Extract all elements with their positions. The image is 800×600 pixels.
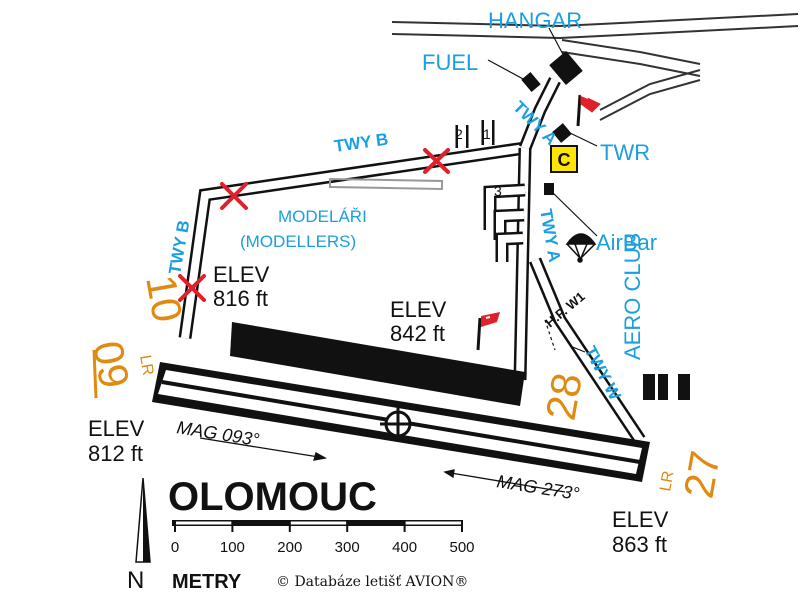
copyright: © Databáze letišť AVION® <box>276 573 468 590</box>
closed-cross-2 <box>423 148 450 174</box>
modellers-cz-label: MODELÁŘI <box>278 207 367 226</box>
lr-right-label: LR <box>657 470 677 493</box>
scale-tick-label: 500 <box>449 539 474 556</box>
rwy-27-label: 27 <box>675 447 729 501</box>
elev-09-value: 812 ft <box>88 441 143 466</box>
windsock-icon-2 <box>476 312 500 351</box>
twy-a-top-label: TWY A <box>509 97 561 149</box>
stand-1-label: 1 <box>483 126 491 142</box>
hangar-building <box>549 50 583 86</box>
mag-093-label: MAG 093° <box>175 417 260 450</box>
rwy-10-label: 10 <box>137 271 191 325</box>
scale-tick-label: 200 <box>277 539 302 556</box>
scale-tick-label: 300 <box>335 539 360 556</box>
grass-runway-10-28 <box>230 322 525 406</box>
twr-building <box>552 123 572 143</box>
hangar-label: HANGAR <box>488 8 582 33</box>
airbar-building <box>544 183 554 195</box>
roads <box>391 13 799 121</box>
aerodrome-reference-point <box>380 406 416 442</box>
mag-273-label: MAG 273° <box>495 471 580 504</box>
closed-cross-3 <box>178 274 206 302</box>
lr-left-label: LR <box>136 354 156 377</box>
scale-tick-label: 400 <box>392 539 417 556</box>
scale-segment <box>405 521 461 525</box>
north-arrow-icon: N <box>127 477 151 594</box>
elev-nw-value: 816 ft <box>213 286 268 311</box>
closed-cross-1 <box>220 182 248 210</box>
scale-segment <box>176 521 232 525</box>
buildings <box>521 50 690 400</box>
twy-b-top-label: TWY B <box>333 130 390 156</box>
fuel-building <box>521 72 541 92</box>
mag-arrows <box>199 437 566 493</box>
scale-tick-label: 100 <box>220 539 245 556</box>
windsock-icon <box>576 94 601 127</box>
scale-bar: 0 100 200 300 400 500 METRY <box>171 520 475 593</box>
aeroclub-building-1 <box>643 374 655 400</box>
elev-27-word: ELEV <box>612 507 669 532</box>
leader-lines <box>487 27 598 353</box>
rwy-09-label: 09 <box>84 337 138 391</box>
elev-ne-value: 842 ft <box>390 321 445 346</box>
rwy-09-overline <box>92 349 98 399</box>
closed-taxiway-markers <box>178 148 450 302</box>
scale-segment <box>290 521 347 525</box>
elev-09-word: ELEV <box>88 416 145 441</box>
modellers-en-label: (MODELLERS) <box>240 232 356 251</box>
scale-ticks: 0 100 200 300 400 500 <box>171 520 475 556</box>
aeroclub-building-2 <box>658 374 668 400</box>
stand-3-label: 3 <box>494 183 502 199</box>
fuel-label: FUEL <box>422 50 478 75</box>
twy-a-right-label: TWY A <box>536 207 564 263</box>
airbar-label: AirBar <box>596 230 657 255</box>
elev-27-value: 863 ft <box>612 532 667 557</box>
parachute-icon <box>565 233 597 263</box>
c-marker: C <box>550 145 578 173</box>
twr-label: TWR <box>600 140 650 165</box>
aeroclub-building-3 <box>678 374 690 400</box>
north-label: N <box>127 567 144 594</box>
svg-text:C: C <box>558 150 571 170</box>
scale-unit: METRY <box>172 571 242 593</box>
aero-club-label: AERO CLUB <box>620 233 645 360</box>
elev-nw-word: ELEV <box>213 262 270 287</box>
elev-ne-word: ELEV <box>390 297 447 322</box>
scale-tick-label: 0 <box>171 539 179 556</box>
stand-2-label: 2 <box>455 126 463 142</box>
modellers-area <box>328 178 444 190</box>
rwy-28-label: 28 <box>537 369 591 423</box>
airport-name: OLOMOUC <box>168 475 377 519</box>
